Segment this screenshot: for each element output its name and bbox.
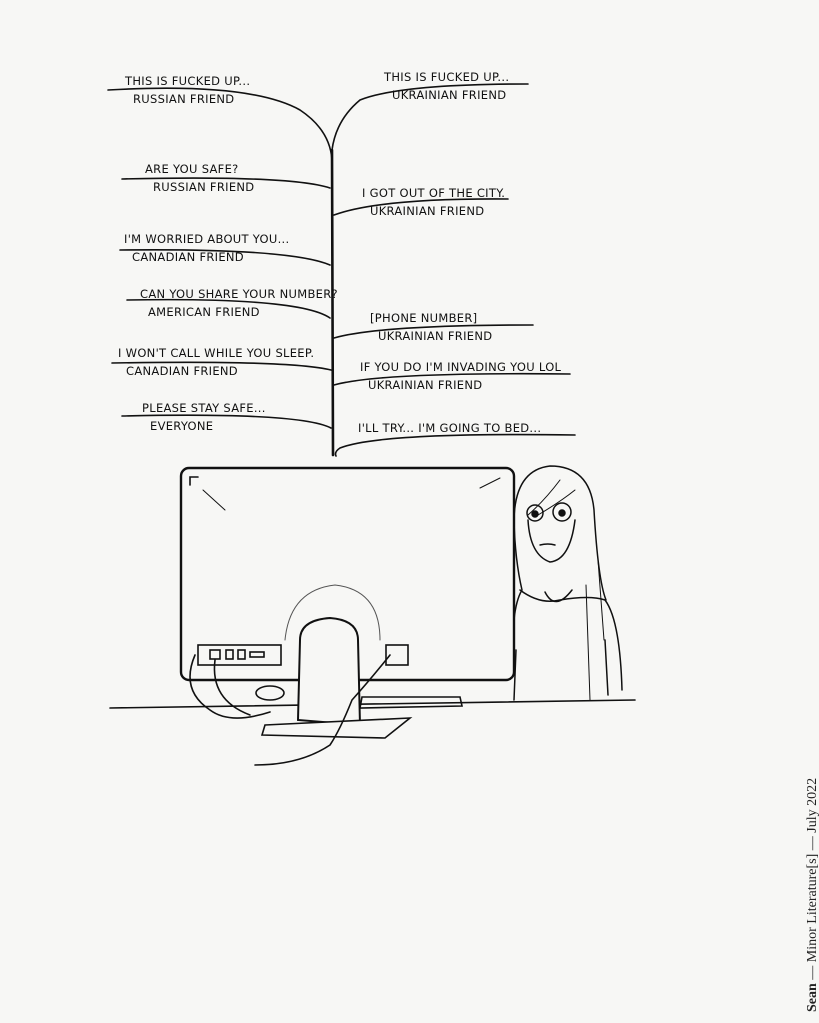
caption-publication: Minor Literature[s] xyxy=(805,853,819,963)
branch-right-5 xyxy=(334,433,576,457)
message-text: I'll try... I'm going to bed... xyxy=(358,421,542,435)
message-sender: Russian friend xyxy=(153,180,255,194)
message-text: Please stay safe... xyxy=(142,401,266,415)
message-sender: American friend xyxy=(148,305,260,319)
message-left-2: Are you safe? Russian friend xyxy=(145,162,254,194)
message-sender: Everyone xyxy=(150,419,214,433)
branch-left-4 xyxy=(126,298,331,319)
branch-left-5 xyxy=(111,361,332,371)
message-text: [Phone number] xyxy=(370,311,478,325)
caption-date: July 2022 xyxy=(805,777,819,833)
message-sender: Ukrainian friend xyxy=(378,329,493,343)
message-sender: Ukrainian friend xyxy=(370,204,485,218)
girl xyxy=(513,465,623,701)
message-right-5: I'll try... I'm going to bed... xyxy=(358,421,541,435)
message-right-2: I got out of the city. Ukrainian friend xyxy=(362,186,505,218)
message-text: This is fucked up... xyxy=(384,70,510,84)
branch-right-2 xyxy=(333,198,509,216)
stand-base xyxy=(260,717,413,739)
message-right-1: This is fucked up... Ukrainian friend xyxy=(384,70,509,102)
message-text: This is fucked up... xyxy=(125,74,251,88)
message-sender: Canadian friend xyxy=(126,364,238,378)
branch-left-3 xyxy=(119,249,331,266)
caption-author: Sean xyxy=(805,983,819,1012)
keyboard xyxy=(359,696,463,709)
message-left-3: I'm worried about you... Canadian friend xyxy=(124,232,289,264)
monitor-stand xyxy=(296,616,362,727)
branch-right-1 xyxy=(331,83,529,151)
message-text: I'm worried about you... xyxy=(124,232,290,246)
message-sender: Ukrainian friend xyxy=(368,378,483,392)
message-text: Can you share your number? xyxy=(140,287,338,301)
message-text: Are you safe? xyxy=(145,162,239,176)
thread-stem xyxy=(330,148,335,457)
message-right-4: If you do I'm invading you lol Ukrainian… xyxy=(360,360,561,392)
mouse xyxy=(255,685,285,701)
message-left-1: This is fucked up... Russian friend xyxy=(125,74,250,106)
message-right-3: [Phone number] Ukrainian friend xyxy=(370,311,492,343)
branch-left-2 xyxy=(121,177,331,189)
branch-left-6 xyxy=(121,414,332,429)
branch-right-4 xyxy=(333,372,571,386)
desk-edge xyxy=(109,699,636,709)
message-left-6: Please stay safe... Everyone xyxy=(142,401,266,433)
message-sender: Canadian friend xyxy=(132,250,244,264)
caption-sep: — xyxy=(805,962,819,980)
branch-left-1 xyxy=(107,87,333,161)
message-sender: Ukrainian friend xyxy=(392,88,507,102)
message-text: I got out of the city. xyxy=(362,186,506,200)
branch-right-3 xyxy=(333,324,534,339)
message-text: If you do I'm invading you lol xyxy=(360,360,562,374)
message-left-5: I won't call while you sleep. Canadian f… xyxy=(118,346,314,378)
message-sender: Russian friend xyxy=(133,92,235,106)
caption: Sean — Minor Literature[s] — July 2022 xyxy=(805,778,819,1012)
message-text: I won't call while you sleep. xyxy=(118,346,315,360)
monitor-stand-glow xyxy=(284,584,381,641)
message-left-4: Can you share your number? American frie… xyxy=(140,287,338,319)
cable xyxy=(189,654,271,719)
caption-sep: — xyxy=(805,832,819,851)
